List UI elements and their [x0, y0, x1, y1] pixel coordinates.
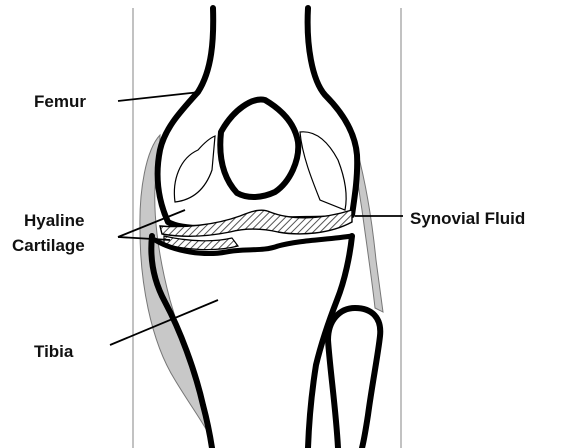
tibia-label: Tibia [34, 342, 74, 361]
fibula [328, 308, 380, 448]
hyaline-cartilage-femoral [160, 210, 352, 236]
patella [220, 100, 298, 197]
femoral-cartilage-outline-right [300, 132, 346, 210]
synovial-fluid-right [356, 150, 383, 312]
femur-label: Femur [34, 92, 86, 111]
femoral-cartilage-outline-left [174, 136, 215, 202]
synovial-fluid-label: Synovial Fluid [410, 209, 525, 228]
hyaline-label-line2: Cartilage [12, 236, 85, 255]
hyaline-label-line1: Hyaline [24, 211, 84, 230]
